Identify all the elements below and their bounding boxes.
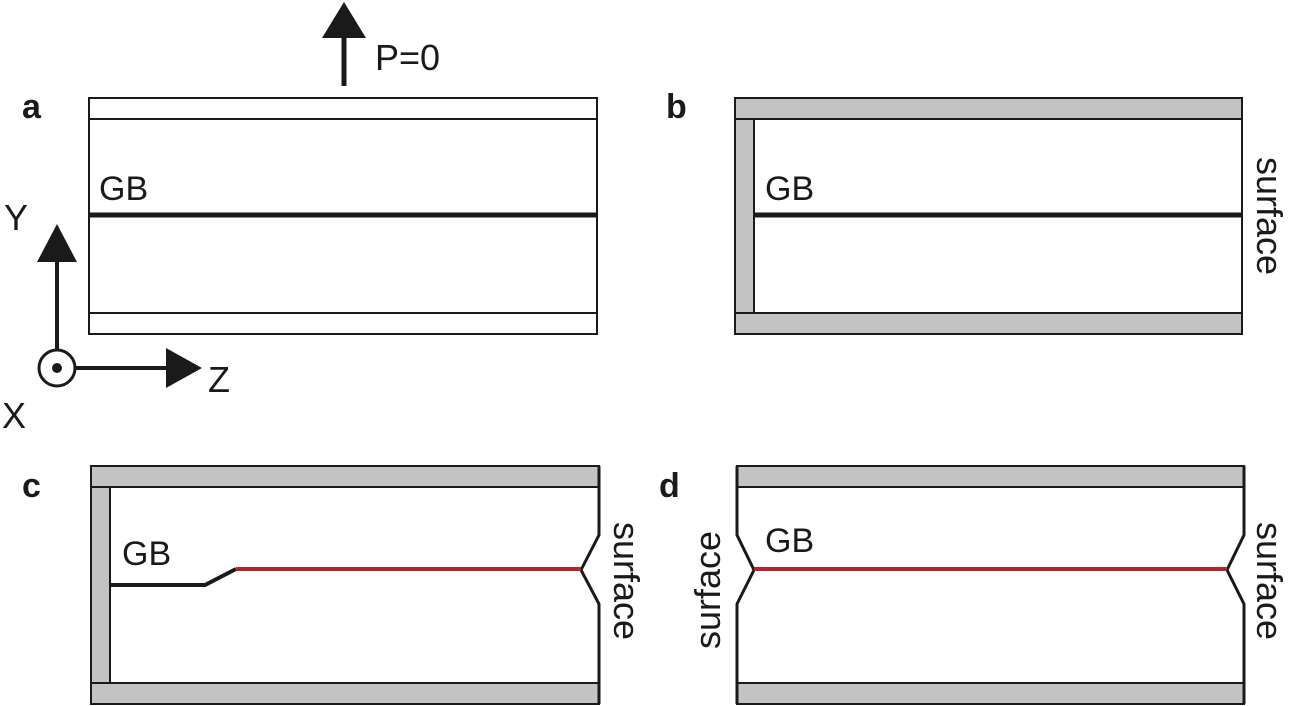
panel-c-letter: c [22,467,41,505]
panel-d-box [735,465,1246,705]
pressure-label: P=0 [375,37,440,78]
panel-c-box [90,465,601,705]
panel-d-surface-left-label: surface [687,531,728,649]
panel-c-grain-boundary-initial [110,567,237,587]
panel-b-letter: b [666,88,687,126]
panel-d-gb-label: GB [765,522,814,560]
panel-b-surface-label: surface [1249,157,1290,275]
panel-d-surface-right-label: surface [1249,522,1290,640]
panel-a-letter: a [22,88,42,126]
axis-z-label: Z [208,359,230,400]
panel-c-gb-label: GB [122,535,171,573]
pressure-arrow [322,2,366,86]
panel-c-surface-label: surface [606,522,647,640]
axis-y-label: Y [4,197,28,238]
coordinate-axes [37,224,202,388]
panel-d-letter: d [659,467,680,505]
panel-a-gb-label: GB [99,170,148,208]
axis-x-label: X [2,395,26,436]
panel-b-gb-label: GB [765,170,814,208]
